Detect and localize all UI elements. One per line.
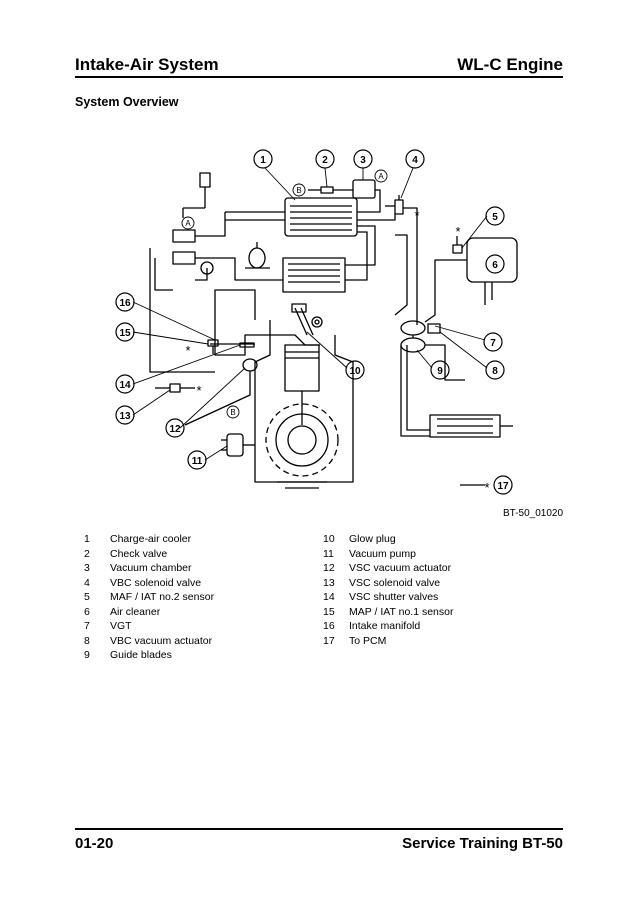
connection-markers [181, 169, 388, 419]
section-title: System Overview [75, 95, 179, 109]
page-header: Intake-Air System WL-C Engine [75, 52, 563, 78]
page-footer: 01-20 Service Training BT-50 [75, 828, 563, 852]
page-number: 01-20 [75, 835, 114, 852]
callout-circles [115, 149, 513, 495]
callout-11: 11 [192, 456, 203, 467]
charge-air-cooler-drawing [284, 197, 358, 237]
leader-lines [132, 167, 488, 461]
header-engine: WL-C Engine [457, 55, 563, 74]
exhaust-muffler-drawing [429, 414, 513, 438]
glow-relay-drawing [221, 433, 255, 457]
callout-12: 12 [169, 424, 181, 435]
callout-2: 2 [322, 155, 328, 166]
left-solenoid-drawing [182, 172, 211, 218]
callout-6: 6 [492, 260, 498, 271]
engine-block-drawing [254, 335, 354, 489]
callout-8: 8 [492, 366, 498, 377]
callout-9: 9 [437, 366, 443, 377]
vbc-solenoid-drawing [385, 195, 404, 215]
pcm-marker-4: * [414, 208, 419, 223]
intake-block-drawing [282, 257, 346, 293]
callout-5: 5 [492, 212, 498, 223]
pcm-marker-13: * [196, 383, 201, 398]
marker-a-left: A [185, 219, 191, 228]
callout-10: 10 [349, 366, 361, 377]
marker-a-top: A [378, 172, 384, 181]
callout-1: 1 [260, 155, 266, 166]
map-sensor-drawing [207, 339, 219, 354]
left-actuator-drawing [245, 242, 270, 269]
figure-code: BT-50_01020 [503, 508, 564, 519]
callout-7: 7 [490, 338, 496, 349]
header-title: Intake-Air System [75, 55, 219, 74]
callout-3: 3 [360, 155, 366, 166]
air-cleaner-drawing [466, 237, 518, 305]
pcm-marker-17: * [484, 480, 489, 495]
callout-15: 15 [119, 328, 131, 339]
glow-plug-drawing [291, 303, 314, 336]
callout-16: 16 [119, 298, 131, 309]
marker-b-top: B [296, 186, 301, 195]
footer-title: Service Training BT-50 [402, 835, 563, 852]
vacuum-chamber-drawing [352, 179, 376, 199]
intake-air-system-diagram: 1 2 3 4 5 6 7 8 9 10 11 12 13 14 15 16 1… [95, 140, 565, 510]
vbc-vacuum-actuator-drawing [427, 323, 441, 334]
callout-4: 4 [412, 155, 418, 166]
pcm-marker-15: * [185, 343, 190, 358]
check-valve-drawing [308, 186, 353, 194]
maf-sensor-drawing [452, 236, 463, 254]
vsc-solenoid-drawing [169, 383, 181, 393]
marker-b-bottom: B [230, 408, 235, 417]
callout-13: 13 [119, 411, 131, 422]
vacuum-pump-drawing [311, 316, 323, 328]
vgt-drawing [400, 320, 426, 353]
pcm-marker-5: * [455, 224, 460, 239]
callout-14: 14 [119, 380, 131, 391]
callout-17: 17 [497, 481, 509, 492]
